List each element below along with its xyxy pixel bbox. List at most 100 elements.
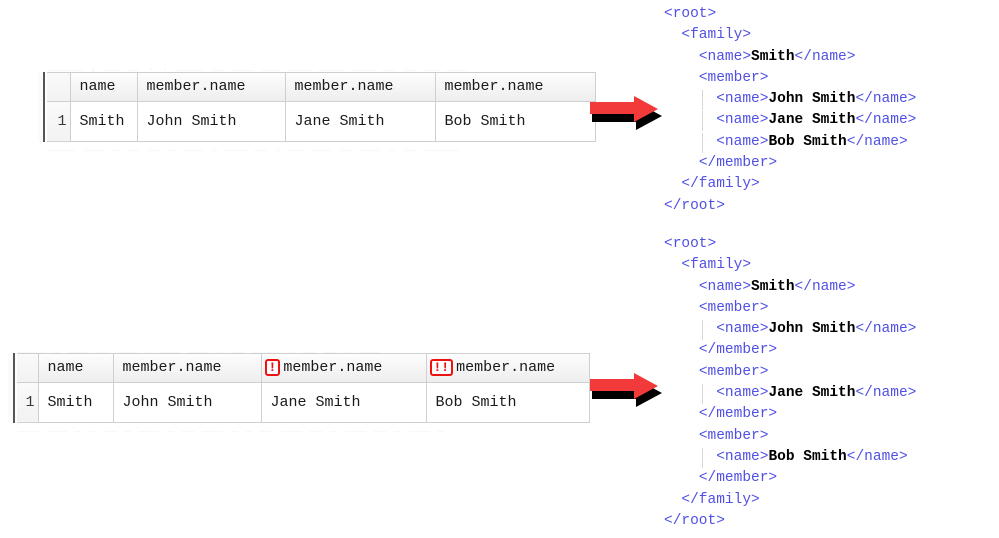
xml-tag: <root>	[664, 6, 717, 22]
xml-tag: <root>	[664, 236, 717, 252]
xml-code-block-top[interactable]: <root> <family> <name>Smith</name> <memb…	[664, 4, 916, 217]
xml-tag: <name>	[716, 112, 769, 129]
arrow-body	[590, 96, 658, 122]
code-indent	[664, 112, 716, 128]
xml-tag: </name>	[794, 278, 856, 295]
code-line: </family>	[664, 174, 916, 195]
column-header-member-name-3[interactable]: !! member.name	[426, 354, 589, 383]
xml-text: Bob Smith	[768, 448, 847, 465]
bottom-grid-left-rail	[8, 353, 15, 423]
code-line: <name>Jane Smith</name>	[664, 383, 916, 405]
code-line: <name>Jane Smith</name>	[664, 110, 916, 132]
xml-tag: <name>	[716, 133, 769, 150]
cell-name[interactable]: Smith	[70, 101, 138, 141]
xml-text: Smith	[751, 48, 795, 65]
code-indent	[664, 134, 716, 150]
code-indent	[664, 91, 716, 107]
code-indent	[664, 449, 716, 465]
xml-tag: </family>	[681, 491, 760, 508]
code-line: </member>	[664, 340, 916, 361]
xml-tag: </name>	[846, 133, 908, 150]
xml-tag: <name>	[716, 385, 769, 402]
indent-guide	[701, 447, 703, 468]
code-line: <member>	[664, 362, 916, 383]
row-number: 1	[47, 101, 71, 141]
code-line: </member>	[664, 468, 916, 489]
indent-guide	[701, 320, 703, 341]
xml-text: Jane Smith	[768, 112, 856, 129]
code-line: </member>	[664, 404, 916, 425]
xml-tag: </root>	[664, 197, 725, 214]
arrow-top	[588, 96, 668, 130]
xml-tag: </member>	[698, 155, 778, 172]
column-header-rownum[interactable]	[17, 354, 39, 383]
column-header-member-name-2[interactable]: member.name	[285, 73, 436, 102]
code-indent	[664, 27, 681, 43]
code-line: <name>Bob Smith</name>	[664, 132, 916, 153]
code-line: <family>	[664, 25, 916, 46]
table-row[interactable]: 1 Smith John Smith Jane Smith Bob Smith	[17, 382, 589, 422]
top-grid[interactable]: name member.name member.name member.name…	[38, 72, 596, 142]
code-line: <member>	[664, 68, 916, 89]
xml-tag: </root>	[664, 512, 725, 529]
code-line: <name>Smith</name>	[664, 47, 916, 68]
column-header-member-name-3[interactable]: member.name	[435, 73, 595, 102]
xml-text: Smith	[751, 278, 795, 295]
code-line: </family>	[664, 490, 916, 511]
indent-guide	[701, 90, 703, 111]
cell-member-name-3[interactable]: Bob Smith	[426, 382, 589, 422]
code-indent	[664, 470, 699, 486]
table-row[interactable]: 1 Smith John Smith Jane Smith Bob Smith	[47, 101, 595, 141]
code-line: </member>	[664, 153, 916, 174]
indent-guide	[701, 132, 703, 153]
column-header-name[interactable]: name	[70, 73, 138, 102]
xml-tag: <name>	[716, 321, 769, 338]
code-indent	[664, 406, 699, 422]
cell-member-name-2[interactable]: Jane Smith	[261, 382, 427, 422]
code-line: <family>	[664, 255, 916, 276]
cell-name[interactable]: Smith	[38, 382, 114, 422]
code-indent	[664, 300, 699, 316]
xml-tag: <name>	[698, 48, 752, 65]
bottom-grid[interactable]: name member.name ! member.name !! member…	[8, 353, 590, 423]
xml-tag: </member>	[698, 470, 778, 487]
xml-tag: </member>	[698, 406, 778, 423]
arrow-body	[590, 373, 658, 399]
xml-code-block-bottom[interactable]: <root> <family> <name>Smith</name> <memb…	[664, 234, 916, 532]
column-header-rownum[interactable]	[47, 73, 71, 102]
column-header-member-name-2[interactable]: ! member.name	[261, 354, 427, 383]
xml-text: John Smith	[768, 91, 856, 108]
cell-member-name-2[interactable]: Jane Smith	[285, 101, 436, 141]
indent-guide	[701, 384, 703, 405]
xml-tag: </member>	[698, 342, 778, 359]
table-header-row: name member.name ! member.name !! member…	[17, 354, 589, 383]
cell-member-name-1[interactable]: John Smith	[137, 101, 286, 141]
xml-tag: <name>	[716, 91, 769, 108]
ghost-text-below-bottom-grid: ___ ___ _ _ __ _ ___ _ __ ___ _ _ __ ___…	[18, 423, 445, 435]
warning-badge-icon[interactable]: !	[264, 359, 281, 377]
code-line: <name>Bob Smith</name>	[664, 447, 916, 468]
xml-tag: </name>	[794, 48, 856, 65]
xml-text: John Smith	[768, 321, 856, 338]
code-indent	[664, 321, 716, 337]
code-line: <name>Smith</name>	[664, 277, 916, 298]
cell-member-name-1[interactable]: John Smith	[113, 382, 262, 422]
code-indent	[664, 155, 699, 171]
xml-tag: </family>	[681, 176, 760, 193]
code-line: <member>	[664, 426, 916, 447]
code-indent	[664, 279, 699, 295]
column-header-member-name-1[interactable]: member.name	[137, 73, 286, 102]
xml-tag: </name>	[855, 321, 917, 338]
warning-badge-icon[interactable]: !!	[429, 359, 454, 377]
code-indent	[664, 364, 699, 380]
bottom-grid-table: name member.name ! member.name !! member…	[17, 354, 589, 422]
column-header-name[interactable]: name	[38, 354, 114, 383]
top-grid-inner: name member.name member.name member.name…	[47, 72, 596, 142]
code-indent	[664, 428, 699, 444]
top-grid-left-rail	[38, 72, 45, 142]
code-indent	[664, 257, 681, 273]
column-header-member-name-1[interactable]: member.name	[113, 354, 262, 383]
xml-tag: </name>	[846, 448, 908, 465]
cell-member-name-3[interactable]: Bob Smith	[435, 101, 595, 141]
code-indent	[664, 70, 699, 86]
